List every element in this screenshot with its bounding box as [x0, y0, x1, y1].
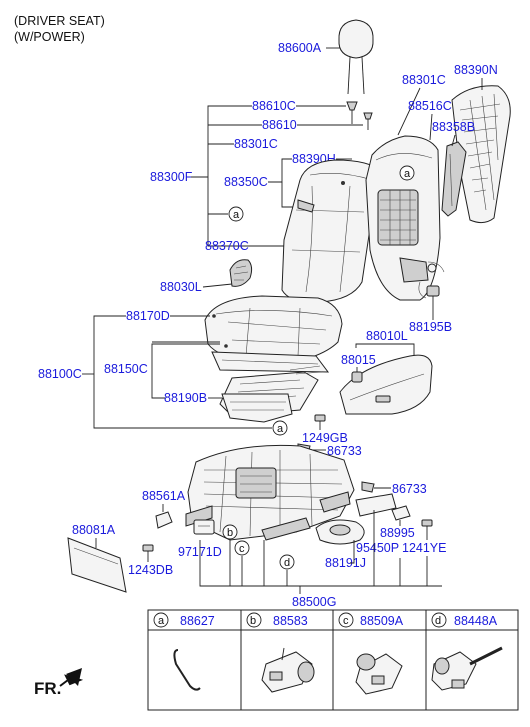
- label-88561A: 88561A: [142, 489, 186, 503]
- front-cover-88081A: [67, 537, 127, 593]
- header-line-1: (DRIVER SEAT): [14, 14, 105, 28]
- label-88610: 88610: [262, 118, 297, 132]
- label-88191J: 88191J: [325, 556, 366, 570]
- callout-a-bottom: [272, 420, 288, 436]
- legend-c-letter: c: [343, 615, 349, 627]
- label-95450P: 95450P: [356, 541, 399, 555]
- label-88010L: 88010L: [366, 329, 408, 343]
- side-trim-strip: [441, 141, 467, 217]
- label-88350C: 88350C: [224, 175, 268, 189]
- module-97171D: [193, 519, 215, 535]
- legend-a-wire: [173, 649, 201, 691]
- label-88195B: 88195B: [409, 320, 452, 334]
- label-88190B: 88190B: [164, 391, 207, 405]
- bolt-88195B: [426, 285, 440, 312]
- callout-d-track-letter: d: [284, 557, 290, 569]
- legend-c-part: 88509A: [360, 614, 404, 628]
- callout-a-left: [228, 206, 244, 222]
- label-88301C-right: 88301C: [402, 73, 446, 87]
- label-88150C: 88150C: [104, 362, 148, 376]
- clip-86733-lower: [361, 481, 375, 493]
- label-86733-lower: 86733: [392, 482, 427, 496]
- seat-back-panel: [451, 85, 511, 224]
- bolt-1243DB: [142, 544, 154, 562]
- callout-a-bottom-letter: a: [277, 423, 284, 435]
- label-88600A: 88600A: [278, 41, 322, 55]
- seat-cushion-pad: [211, 344, 330, 373]
- legend-b-circle: [246, 612, 262, 628]
- label-1241YE: 1241YE: [402, 541, 446, 555]
- label-88516C: 88516C: [408, 99, 452, 113]
- legend-a-letter: a: [158, 615, 165, 627]
- label-88370C: 88370C: [205, 239, 249, 253]
- label-88100C: 88100C: [38, 367, 82, 381]
- label-88301C-left: 88301C: [234, 137, 278, 151]
- label-88390N: 88390N: [454, 63, 498, 77]
- callout-a-left-letter: a: [233, 209, 240, 221]
- label-88300F: 88300F: [150, 170, 193, 184]
- legend-a-part: 88627: [180, 614, 215, 628]
- label-1249GB: 1249GB: [302, 431, 348, 445]
- legend-d-circle: [431, 612, 447, 628]
- headrest-guides: [346, 101, 373, 130]
- seat-base-mat: [221, 393, 293, 423]
- callout-c-track: [234, 540, 250, 556]
- legend-d-actuator: [431, 646, 503, 691]
- cover-88561A: [155, 511, 173, 529]
- screw-1249GB: [314, 414, 326, 430]
- pad-88995: [391, 505, 411, 521]
- legend-a-circle: [153, 612, 169, 628]
- label-88081A: 88081A: [72, 523, 116, 537]
- seat-track-assembly: [185, 444, 355, 541]
- front-arrow-icon: [59, 668, 84, 687]
- label-88610C: 88610C: [252, 99, 296, 113]
- callout-c-track-letter: c: [239, 543, 245, 555]
- legend-d-letter: d: [435, 615, 441, 627]
- side-shield: [339, 354, 433, 415]
- header-line-2: (W/POWER): [14, 30, 85, 44]
- label-86733-upper: 86733: [327, 444, 362, 458]
- headrest: [338, 19, 374, 95]
- legend-b-motor: [261, 647, 315, 693]
- label-1243DB: 1243DB: [128, 563, 173, 577]
- clip-88015: [351, 371, 363, 383]
- callout-d-track: [279, 554, 295, 570]
- label-88500G: 88500G: [292, 595, 336, 609]
- lumbar-knob: [229, 259, 253, 287]
- screw-1241YE: [421, 519, 433, 540]
- legend-b-part: 88583: [273, 614, 308, 628]
- legend-c-motor: [355, 653, 403, 695]
- seat-back-frame: [365, 135, 445, 301]
- ecu-module: [355, 493, 397, 517]
- legend-b-letter: b: [250, 615, 256, 627]
- callout-a-back-letter: a: [404, 168, 411, 180]
- label-88015: 88015: [341, 353, 376, 367]
- label-88030L: 88030L: [160, 280, 202, 294]
- callout-a-back: [399, 165, 415, 181]
- switch-88191J: [315, 519, 365, 545]
- label-88995: 88995: [380, 526, 415, 540]
- callout-b-track-letter: b: [227, 527, 233, 539]
- legend-c-circle: [338, 612, 354, 628]
- callout-b-track: [222, 524, 238, 540]
- label-88358B: 88358B: [432, 120, 475, 134]
- orientation-label: FR.: [34, 679, 61, 698]
- label-88170D: 88170D: [126, 309, 170, 323]
- legend-d-part: 88448A: [454, 614, 498, 628]
